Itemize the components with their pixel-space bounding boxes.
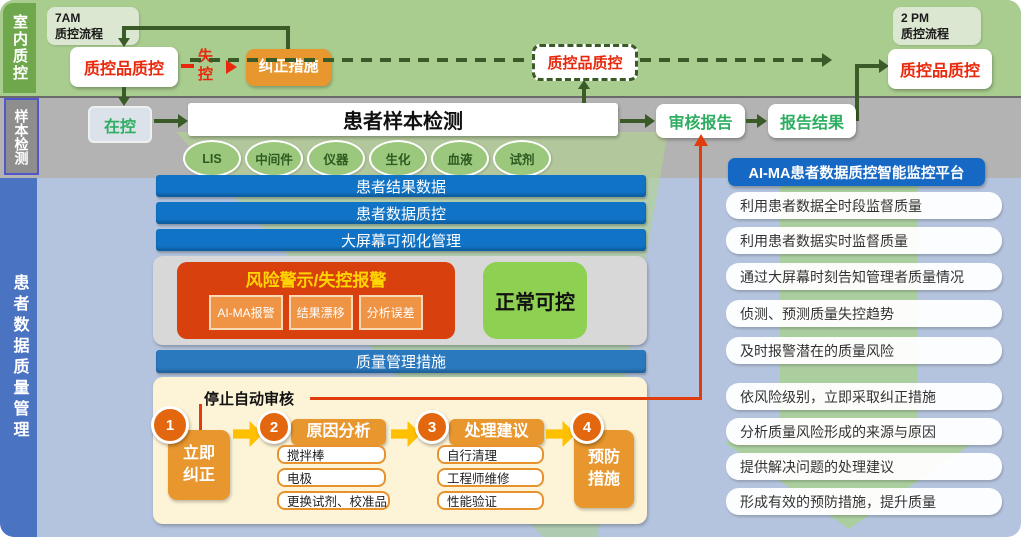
alarm-item-drift: 结果漂移 [288,295,353,330]
result-to-qc-arrowhead-icon [879,59,889,73]
qcleft-down-line [122,87,126,98]
loop-arrowhead-icon [118,38,130,47]
report-result-box: 报告结果 [768,104,856,138]
cause-item-replace-reagent: 更换试剂、校准品 [277,491,390,510]
cause-item-electrode: 电极 [277,468,386,487]
red-arrow-vline [699,146,702,398]
dashed-line-right [640,58,822,62]
advice-item-performance-verify: 性能验证 [437,491,544,510]
in-control-box: 在控 [88,106,152,143]
source-ovals-row: LIS 中间件 仪器 生化 血液 试剂 [183,140,555,177]
cause-item-stirrer: 搅拌棒 [277,445,386,464]
measures-panel [153,377,647,524]
source-oval-lis: LIS [183,140,241,177]
advice-item-engineer-repair: 工程师维修 [437,468,544,487]
source-oval-biochem: 生化 [369,140,427,177]
patient-test-box: 患者样本检测 [188,103,618,136]
benefit-item-8: 提供解决问题的处理建议 [726,453,1002,480]
bar-big-screen-mgmt: 大屏幕可视化管理 [156,229,646,251]
sidebar-item-patient-quality: 患者数据质量管理 [0,178,37,537]
step4-prevention-box: 预防 措施 [574,430,634,508]
source-oval-instrument: 仪器 [307,140,365,177]
sidebar-item-indoor-qc: 室内质控 [3,3,36,93]
red-arrow-hline [310,397,702,400]
loop-line-left [122,26,126,39]
dashed-line-left [190,58,532,62]
source-oval-blood: 血液 [431,140,489,177]
qc-material-box-left: 质控品质控 [70,47,178,87]
step2-cause-analysis-box: 原因分析 [291,419,386,445]
pm-schedule-label: 2 PM 质控流程 [893,7,981,46]
step2-number-badge: 2 [257,410,291,444]
review-report-box: 审核报告 [656,104,745,138]
benefit-item-9: 形成有效的预防措施，提升质量 [726,488,1002,515]
risk-alarm-box: 风险警示/失控报警 AI-MA报警 结果漂移 分析误差 [177,262,455,339]
alarm-item-error: 分析误差 [358,295,423,330]
risk-alarm-title: 风险警示/失控报警 [245,271,387,290]
bar-patient-data-qc: 患者数据质控 [156,202,646,224]
loop-line-top [122,26,290,30]
bar-patient-result-data: 患者结果数据 [156,175,646,197]
benefit-item-6: 依风险级别，立即采取纠正措施 [726,383,1002,410]
qc-material-mid-label: 质控品质控 [547,55,623,72]
benefit-item-5: 及时报警潜在的质量风险 [726,337,1002,364]
test-to-qc-arrowhead-icon [578,80,590,89]
corrective-action-box: 纠正措施 [246,49,331,86]
bar-quality-measures: 质量管理措施 [156,350,646,373]
test-review-line [620,119,645,123]
review-result-line [746,119,758,123]
benefit-item-1: 利用患者数据全时段监督质量 [726,192,1002,219]
review-result-arrowhead-icon [757,114,767,128]
benefit-item-3: 通过大屏幕时刻告知管理者质量情况 [726,263,1002,290]
normal-control-box: 正常可控 [483,262,587,339]
test-to-qc-line [582,88,586,103]
fail-arrowhead-icon [226,60,237,74]
red-arrowhead-icon [694,134,708,146]
source-oval-reagent: 试剂 [493,140,551,177]
dashed-arrowhead-icon [822,53,832,67]
loop-line-right [286,26,290,49]
test-review-arrowhead-icon [645,114,655,128]
benefit-item-2: 利用患者数据实时监督质量 [726,227,1002,254]
ai-platform-header: AI-MA患者数据质控智能监控平台 [728,158,985,186]
benefit-item-4: 侦测、预测质量失控趋势 [726,300,1002,327]
red-tick-line [199,404,202,430]
step4-number-badge: 4 [570,410,604,444]
sidebar-sample-test-label: 样本检测 [13,108,30,165]
result-to-qc-vline [855,64,859,121]
stop-auto-verify-label: 停止自动审核 [204,391,295,408]
incontrol-arrowhead-icon [178,114,188,128]
source-oval-middleware: 中间件 [245,140,303,177]
result-to-qc-hline [855,64,881,68]
alarm-item-aima: AI-MA报警 [209,295,283,330]
qcleft-down-arrowhead-icon [118,97,130,106]
risk-alarm-items: AI-MA报警 结果漂移 分析误差 [177,295,455,330]
step3-handling-advice-box: 处理建议 [449,419,544,445]
sidebar-patient-quality-label: 患者数据质量管理 [10,273,28,442]
qc-material-box-mid: 质控品质控 [532,44,638,81]
sidebar-item-sample-test: 样本检测 [4,98,39,175]
benefit-item-7: 分析质量风险形成的来源与原因 [726,418,1002,445]
incontrol-arrow-line [154,119,178,123]
advice-item-self-clean: 自行清理 [437,445,544,464]
qc-material-box-right: 质控品质控 [888,49,992,89]
out-of-control-label: 失 控 [198,48,214,83]
fail-dash [181,64,194,68]
step3-number-badge: 3 [415,410,449,444]
sidebar-indoor-qc-label: 室内质控 [11,14,28,82]
step1-number-badge: 1 [151,406,189,444]
in-control-label: 在控 [103,118,136,136]
